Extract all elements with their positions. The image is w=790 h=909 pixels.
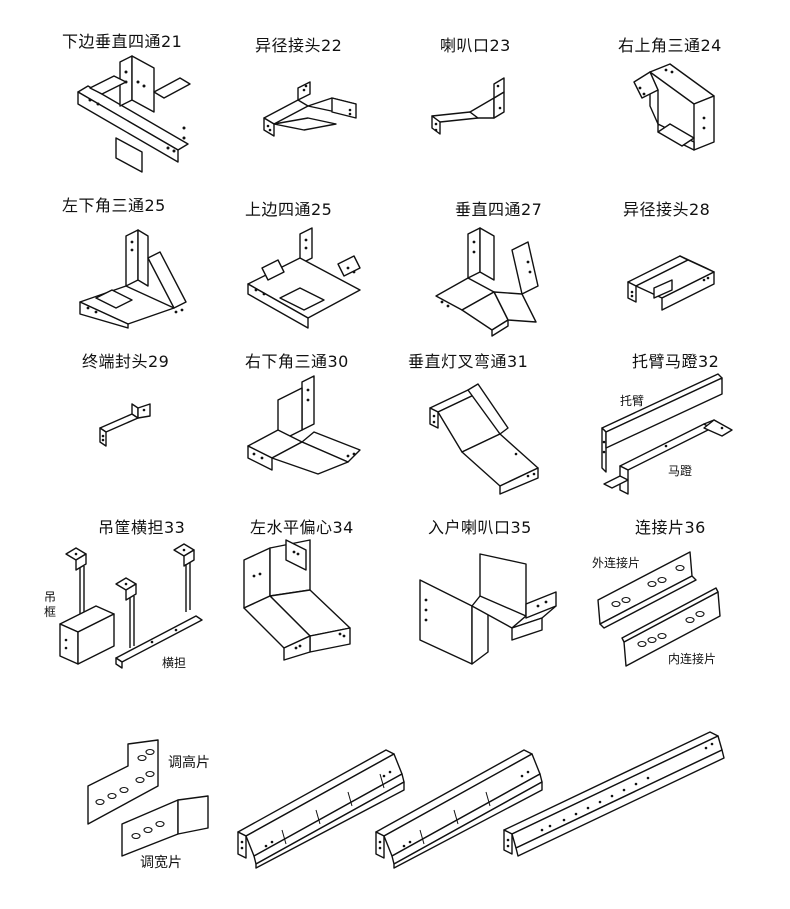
caption-reducer-28: 异径接头28: [623, 200, 711, 219]
caption-lower-left-tee: 左下角三通25: [62, 196, 166, 215]
lower-vertical-cross-tee-fitting: [77, 55, 191, 173]
reducer-fitting-22: [263, 81, 357, 137]
connector-plates: [597, 551, 721, 667]
support-arm-and-stirrup: [601, 373, 733, 495]
label-wai: 外连接片: [592, 556, 641, 570]
left-horizontal-offset-fitting: [243, 539, 351, 661]
vertical-lamp-fork-bend: [429, 383, 539, 495]
caption-vertical-bend-31: 垂直灯叉弯通31: [408, 352, 529, 371]
upper-edge-cross-fitting: [247, 227, 361, 329]
caption-lower-vertical-cross: 下边垂直四通21: [62, 32, 183, 51]
household-entry-flare: [419, 553, 557, 665]
label-tiaogao: 调高片: [168, 755, 210, 771]
caption-reducer-22: 异径接头22: [255, 36, 343, 55]
label-tiaokuan: 调宽片: [140, 855, 182, 871]
trough-cable-tray-long: [503, 731, 725, 857]
reducer-fitting-28: [627, 255, 715, 311]
label-nei: 内连接片: [668, 652, 717, 666]
caption-arm-stirrup-32: 托臂马蹬32: [632, 352, 720, 371]
ladder-cable-tray-short: [237, 749, 405, 869]
caption-vertical-cross-27: 垂直四通27: [455, 200, 543, 219]
caption-upper-cross-25: 上边四通25: [245, 200, 333, 219]
caption-flare-23: 喇叭口23: [440, 36, 511, 55]
hanger-basket-crossarm: [59, 543, 203, 669]
caption-upper-right-tee: 右上角三通24: [618, 36, 722, 55]
end-cap-fitting: [99, 403, 151, 447]
height-adjust-plate: [87, 739, 159, 825]
caption-connector-36: 连接片36: [635, 518, 706, 537]
vertical-cross-fitting: [435, 227, 539, 337]
caption-hanger-33: 吊筐横担33: [98, 518, 186, 537]
width-adjust-plate: [121, 795, 209, 857]
upper-right-tee-fitting: [633, 63, 715, 151]
caption-lower-right-tee: 右下角三通30: [245, 352, 349, 371]
label-madeng: 马蹬: [668, 464, 693, 478]
caption-entry-flare-35: 入户喇叭口35: [428, 518, 532, 537]
label-hengdan: 横担: [162, 656, 187, 670]
flare-mouth-fitting-23: [431, 77, 505, 135]
caption-end-cap-29: 终端封头29: [82, 352, 170, 371]
lower-right-tee-fitting: [247, 375, 361, 475]
trough-cable-tray-medium: [375, 749, 543, 869]
label-kuang: 框: [44, 605, 57, 619]
label-tuobi: 托臂: [620, 394, 645, 408]
label-diao: 吊: [44, 590, 57, 604]
lower-left-tee-fitting: [79, 229, 187, 329]
caption-offset-34: 左水平偏心34: [250, 518, 354, 537]
